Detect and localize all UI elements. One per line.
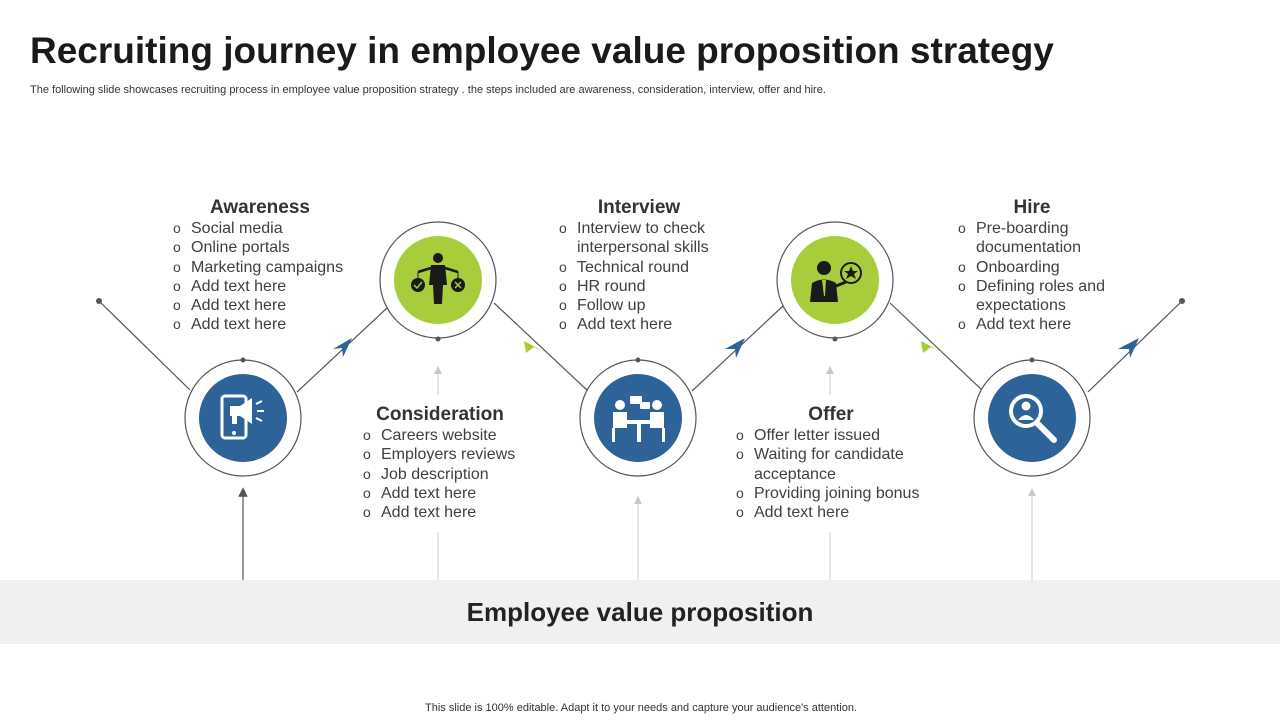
interview-meeting-icon xyxy=(612,396,665,442)
list-item: Offer letter issued xyxy=(736,426,931,446)
list-item: Add text here xyxy=(173,277,373,297)
slide-footer: This slide is 100% editable. Adapt it to… xyxy=(425,702,857,714)
list-item: Technical round xyxy=(559,258,724,278)
chevron-arrow-icon xyxy=(333,338,352,357)
chevron-arrow-icon xyxy=(725,338,745,358)
step-node-offer xyxy=(776,221,894,342)
list-item: Follow up xyxy=(559,296,724,316)
list-item: Job description xyxy=(363,465,543,485)
evp-band xyxy=(0,580,1280,644)
step-node-consideration xyxy=(379,221,497,342)
list-item: Marketing campaigns xyxy=(173,258,373,278)
list-item: Pre-boarding documentation xyxy=(958,219,1118,258)
businessman-award-icon xyxy=(810,261,862,302)
list-item: HR round xyxy=(559,277,724,297)
evp-band-label: Employee value proposition xyxy=(466,597,814,627)
list-item: Add text here xyxy=(173,315,373,335)
chevron-arrow-icon xyxy=(921,341,942,353)
step-list-hire: Pre-boarding documentation Onboarding De… xyxy=(958,219,1118,335)
list-item: Add text here xyxy=(173,296,373,316)
list-item: Add text here xyxy=(363,503,543,523)
step-list-offer: Offer letter issued Waiting for candidat… xyxy=(736,426,931,523)
list-item: Interview to check interpersonal skills xyxy=(559,219,724,258)
step-title-awareness: Awareness xyxy=(210,197,310,218)
step-list-interview: Interview to check interpersonal skills … xyxy=(559,219,724,335)
list-item: Add text here xyxy=(559,315,724,335)
connector-4-5 xyxy=(889,302,984,392)
step-node-interview xyxy=(579,357,697,477)
chevron-arrow-icon xyxy=(1118,338,1139,358)
connector-start-dot xyxy=(96,298,102,304)
list-item: Onboarding xyxy=(958,258,1118,278)
businessman-weighing-options-icon xyxy=(411,253,465,304)
list-item: Add text here xyxy=(363,484,543,504)
list-item: Employers reviews xyxy=(363,445,543,465)
list-item: Careers website xyxy=(363,426,543,446)
step-list-awareness: Social media Online portals Marketing ca… xyxy=(173,219,373,335)
slide-subtitle: The following slide showcases recruiting… xyxy=(30,84,826,96)
step-title-consideration: Consideration xyxy=(376,404,504,425)
chevron-arrow-icon xyxy=(524,341,545,353)
connector-2-3 xyxy=(493,302,589,392)
list-item: Add text here xyxy=(958,315,1118,335)
connector-end-dot xyxy=(1179,298,1185,304)
step-title-offer: Offer xyxy=(808,404,854,425)
list-item: Add text here xyxy=(736,503,931,523)
list-item: Providing joining bonus xyxy=(736,484,931,504)
step-node-hire xyxy=(973,357,1091,477)
step-node-awareness xyxy=(184,357,302,477)
list-item: Waiting for candidate acceptance xyxy=(736,445,931,484)
list-item: Social media xyxy=(173,219,373,239)
step-list-consideration: Careers website Employers reviews Job de… xyxy=(363,426,543,523)
search-user-icon xyxy=(1009,394,1057,443)
list-item: Defining roles and expectations xyxy=(958,277,1118,316)
connector-start xyxy=(98,300,191,391)
megaphone-phone-icon xyxy=(220,394,264,440)
list-item: Online portals xyxy=(173,238,373,258)
step-title-interview: Interview xyxy=(597,197,681,218)
slide-title: Recruiting journey in employee value pro… xyxy=(30,30,1054,71)
step-title-hire: Hire xyxy=(1013,197,1051,218)
